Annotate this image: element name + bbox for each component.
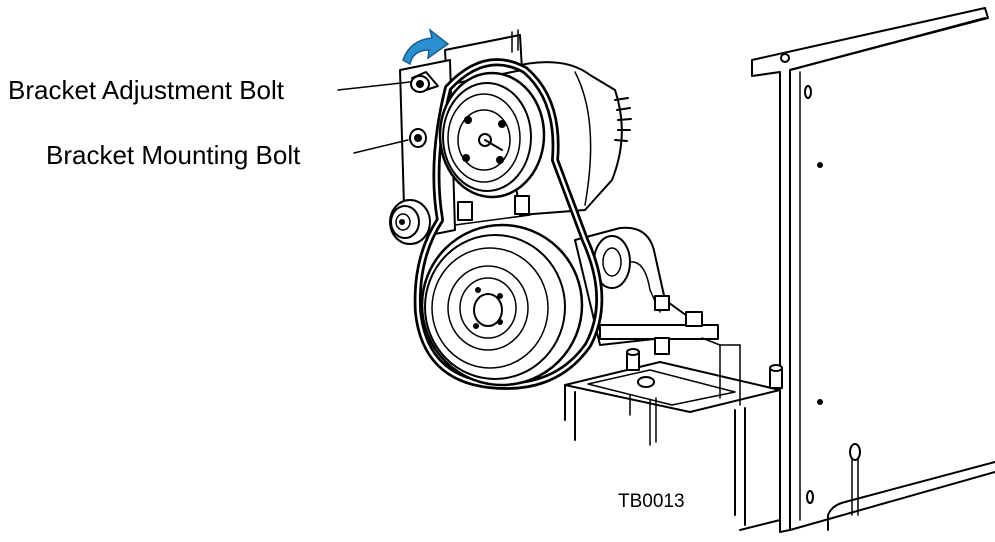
bracket-adjustment-bolt xyxy=(410,71,439,93)
drawing-code: TB0013 xyxy=(618,491,685,512)
mounting-bolt-leader xyxy=(353,139,409,154)
bearing-block xyxy=(574,226,741,406)
adjustment-bolt-leader xyxy=(337,81,411,91)
curved-arrow-icon xyxy=(402,28,450,66)
mounting-bolt-label: Bracket Mounting Bolt xyxy=(46,140,301,170)
idler-pulley xyxy=(389,199,431,245)
drive-belt xyxy=(413,58,604,390)
motor-base xyxy=(564,348,783,526)
adjustment-bolt-label: Bracket Adjustment Bolt xyxy=(8,75,285,105)
fan-pulley xyxy=(420,223,584,387)
motor-pulley xyxy=(438,71,546,199)
bracket-mounting-bolt xyxy=(409,128,427,148)
side-panel xyxy=(739,7,995,533)
